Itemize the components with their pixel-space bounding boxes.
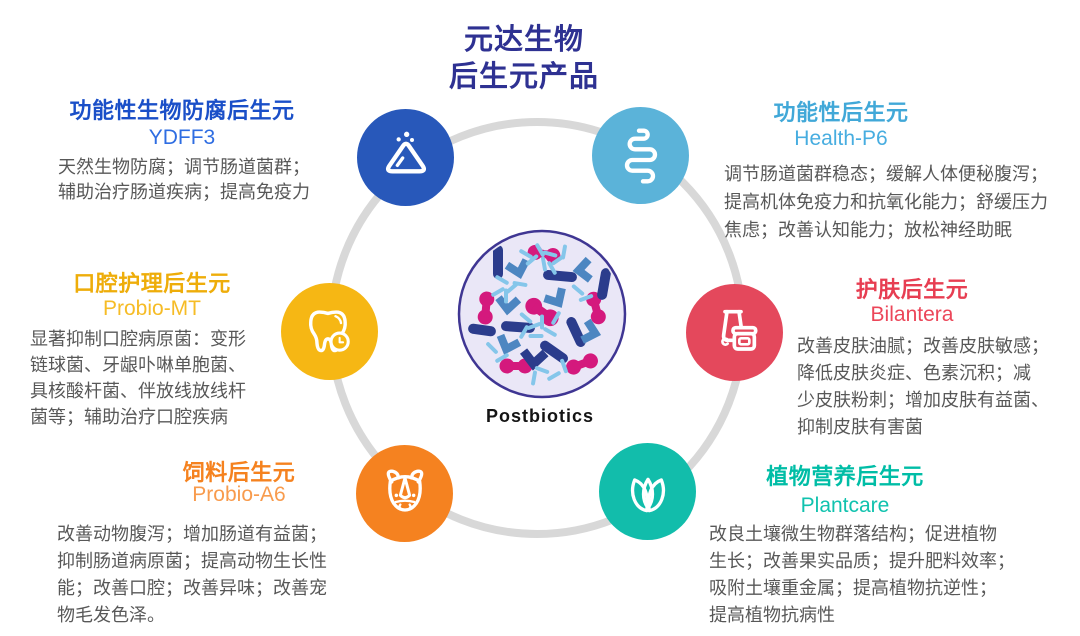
product-name-ydff3: YDFF3 [148, 126, 216, 149]
product-name-bilantera: Bilantera [870, 303, 954, 326]
category-label-functional: 功能性后生元 [773, 100, 909, 125]
tulip-icon [630, 477, 665, 512]
description-feed: 改善动物腹泻；增加肠道有益菌； 抑制肠道病原菌；提高动物生长性 能；改善口腔；改… [57, 524, 327, 625]
cosmetics-icon [720, 309, 757, 351]
description-functional: 调节肠道菌群稳态；缓解人体便秘腹泻； 提高机体免疫力和抗氧化能力；舒缓压力 焦虑… [724, 164, 1048, 240]
postbiotics-label: Postbiotics [485, 406, 594, 426]
product-name-probio-a6: Probio-A6 [192, 483, 286, 506]
category-label-feed: 饲料后生元 [182, 460, 296, 485]
description-oral-care: 显著抑制口腔病原菌：变形 链球菌、牙龈卟啉单胞菌、 具核酸杆菌、伴放线放线杆 菌… [30, 329, 246, 427]
intestine-icon [624, 127, 657, 183]
page-title-line2: 后生元产品 [448, 61, 599, 93]
biopreservation-badge [357, 109, 454, 206]
powder-pile-icon [385, 131, 426, 173]
tooth-clock-icon [308, 309, 350, 352]
rhino-icon [386, 469, 423, 512]
skin-care-badge [686, 284, 783, 381]
plant-nutrition-badge [599, 443, 696, 540]
description-plant-nutrition: 改良土壤微生物群落结构；促进植物 生长；改善果实品质；提升肥料效率； 吸附土壤重… [709, 524, 1015, 625]
category-label-oral-care: 口腔护理后生元 [73, 271, 231, 296]
feed-badge [356, 445, 453, 542]
page-title-line1: 元达生物 [463, 24, 584, 56]
description-biopreservation: 天然生物防腐；调节肠道菌群； 辅助治疗肠道疾病；提高免疫力 [58, 157, 310, 202]
category-label-biopreservation: 功能性生物防腐后生元 [69, 98, 295, 123]
category-label-skin-care: 护肤后生元 [855, 277, 969, 302]
bacteria-illustration [457, 229, 627, 399]
product-name-health-p6: Health-P6 [794, 127, 888, 150]
product-name-plantcare: Plantcare [800, 494, 890, 517]
product-name-probio-mt: Probio-MT [102, 297, 202, 320]
oral-care-badge [281, 283, 378, 380]
functional-badge [592, 107, 689, 204]
description-skin-care: 改善皮肤油腻；改善皮肤敏感； 降低皮肤炎症、色素沉积；减 少皮肤粉刺；增加皮肤有… [797, 336, 1049, 437]
page-title: 元达生物 后生元产品 [374, 22, 674, 96]
category-label-plant-nutrition: 植物营养后生元 [766, 464, 924, 489]
